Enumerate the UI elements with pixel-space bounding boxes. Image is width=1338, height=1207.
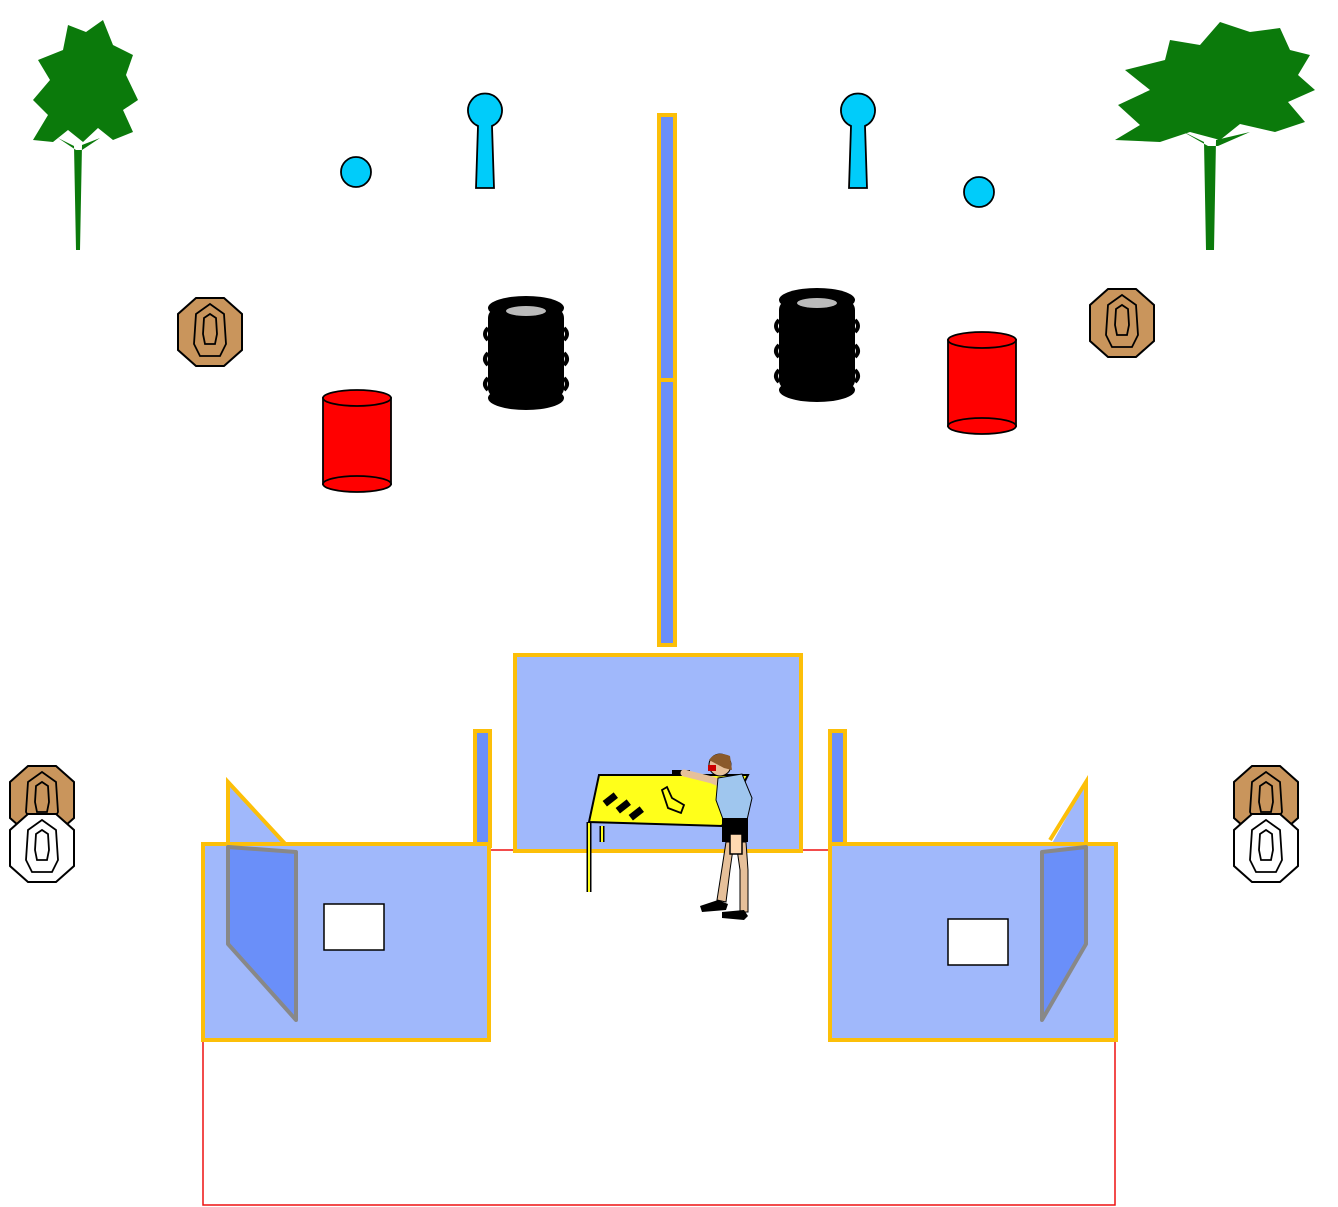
short-wall-left bbox=[473, 729, 492, 848]
angled-barrier-left bbox=[226, 845, 298, 1022]
tire-stack-icon-left bbox=[483, 294, 569, 412]
steel-popper-icon-left bbox=[467, 92, 503, 189]
port-window-icon-left bbox=[323, 903, 385, 951]
shooter-icon bbox=[672, 753, 753, 920]
barrel-icon-right bbox=[947, 331, 1017, 435]
tire-stack-icon-right bbox=[774, 286, 860, 404]
right-shooting-area bbox=[828, 774, 1118, 1042]
tree-icon-left bbox=[33, 20, 138, 250]
left-shooting-area bbox=[201, 776, 491, 1042]
fault-line-outer bbox=[202, 1040, 1116, 1206]
magazine-icon bbox=[602, 792, 644, 821]
short-wall-right bbox=[828, 729, 847, 848]
barrel-icon-left bbox=[322, 389, 392, 493]
ipsc-target-icon-far-right bbox=[1089, 288, 1155, 358]
steel-popper-icon-right bbox=[840, 92, 876, 189]
no-shoot-target-icon-left bbox=[9, 813, 75, 883]
center-wall-lower bbox=[657, 378, 677, 647]
steel-plate-icon-right bbox=[963, 176, 995, 208]
steel-plate-icon-left bbox=[340, 156, 372, 188]
center-wall-upper bbox=[657, 113, 677, 382]
table-icon bbox=[586, 774, 750, 892]
tree-icon-right bbox=[1115, 22, 1315, 250]
ipsc-target-icon-far-left bbox=[177, 297, 243, 367]
port-window-icon-right bbox=[947, 918, 1009, 966]
no-shoot-target-icon-right bbox=[1233, 813, 1299, 883]
angled-barrier-right bbox=[1040, 845, 1088, 1022]
pistol-icon bbox=[660, 785, 686, 815]
